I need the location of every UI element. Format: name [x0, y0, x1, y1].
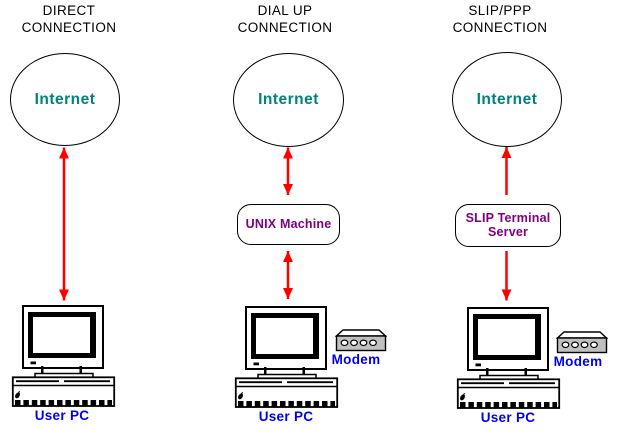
- logo-mark: [238, 392, 244, 400]
- column-title-direct: DIRECT CONNECTION: [21, 3, 117, 35]
- user-pc-label: User PC: [34, 407, 90, 423]
- desktop-base: [11, 376, 116, 407]
- user-pc-label: User PC: [480, 410, 536, 425]
- internet-label: Internet: [476, 90, 538, 108]
- internet-label: Internet: [258, 91, 319, 108]
- user-pc-icon: [11, 305, 116, 407]
- internet-cloud-slip-ppp: Internet: [452, 52, 562, 147]
- modem-icon: [556, 331, 608, 354]
- desktop-base: [234, 377, 339, 408]
- modem-label: Modem: [553, 354, 603, 369]
- slip-terminal-server-node: SLIP Terminal Server: [455, 204, 561, 247]
- user-pc-icon: [234, 306, 339, 408]
- monitor: [467, 307, 549, 371]
- logo-mark: [460, 393, 466, 401]
- internet-cloud-direct: Internet: [10, 53, 120, 146]
- unix-machine-node: UNIX Machine: [237, 204, 340, 245]
- column-title-slip-ppp: SLIP/PPP CONNECTION: [452, 3, 548, 35]
- user-pc-label: User PC: [258, 409, 314, 424]
- desktop-base: [456, 378, 561, 409]
- modem-icon: [335, 329, 387, 352]
- logo-mark: [15, 391, 21, 399]
- user-pc-icon: [456, 307, 561, 409]
- monitor: [22, 305, 104, 369]
- internet-label: Internet: [34, 90, 96, 108]
- column-title-dial-up: DIAL UP CONNECTION: [237, 3, 333, 35]
- monitor: [245, 306, 327, 370]
- modem-label: Modem: [331, 351, 381, 367]
- internet-cloud-dial-up: Internet: [233, 53, 344, 147]
